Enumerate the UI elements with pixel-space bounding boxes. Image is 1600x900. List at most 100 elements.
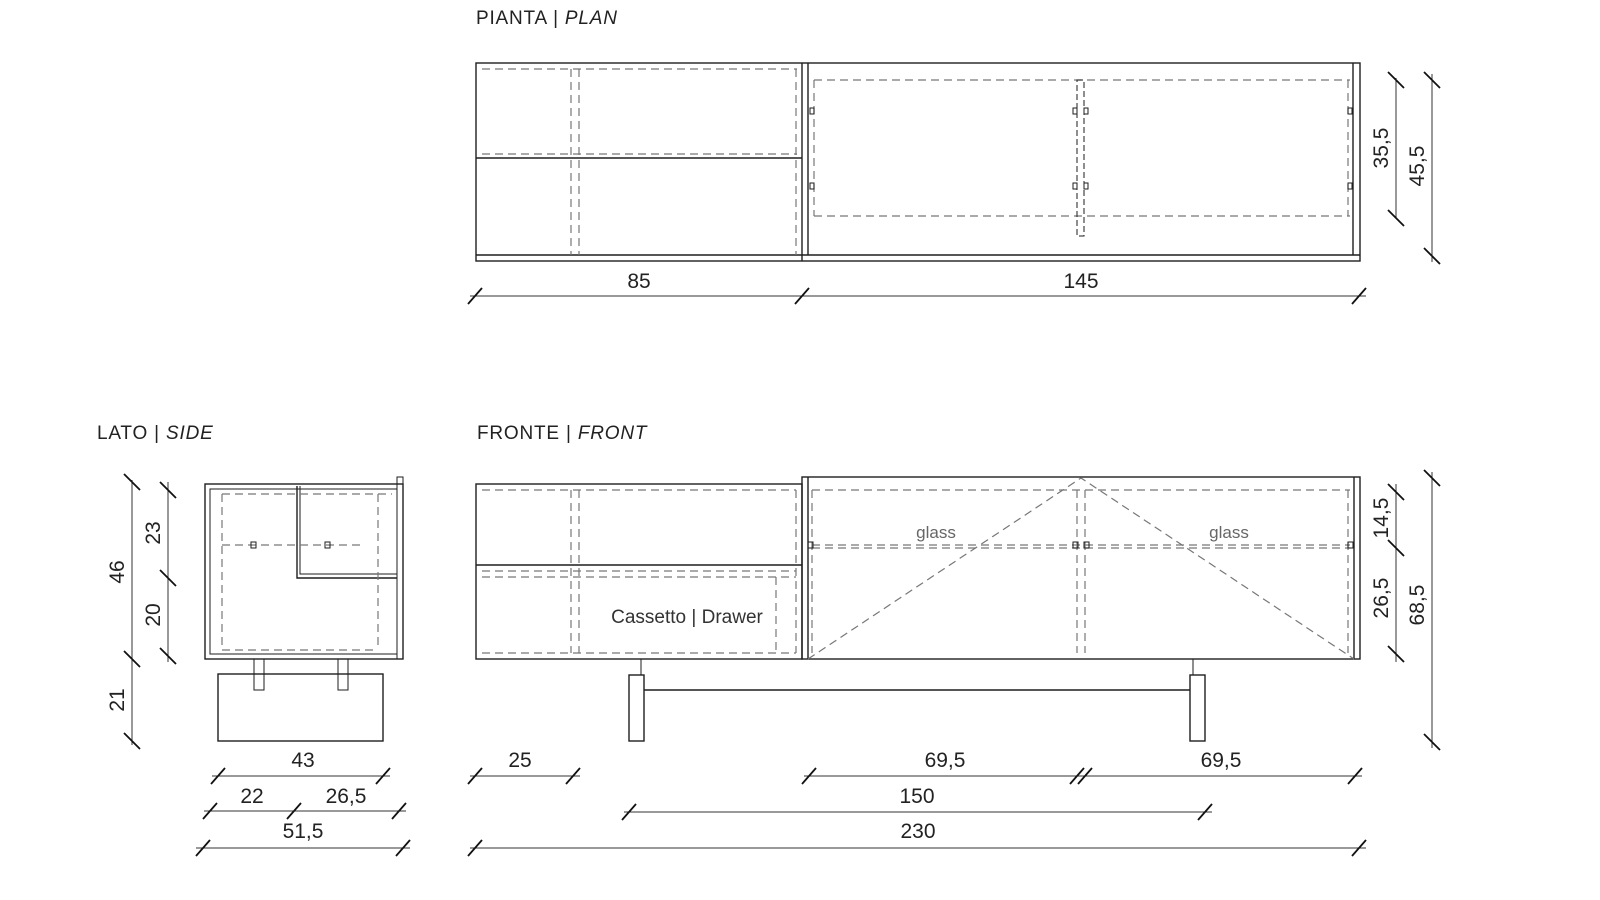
side-title-en: SIDE	[166, 423, 214, 444]
side-base-block	[217, 673, 384, 742]
front-title-en: FRONT	[577, 423, 648, 444]
plan-dim-total-depth: 45,5	[1406, 146, 1429, 187]
side-view: 46 21 23 20 43 22 26,5 51,5	[106, 473, 411, 857]
dim-tick	[801, 767, 817, 785]
side-dim-part-b: 26,5	[326, 785, 367, 808]
dim-tick	[123, 650, 141, 668]
hinge-icon	[807, 541, 814, 549]
dim-tick	[1077, 767, 1093, 785]
side-dim-legs: 21	[106, 688, 129, 711]
side-door-panel	[396, 476, 404, 660]
front-leg-right	[1189, 674, 1206, 742]
dim-tick	[286, 802, 302, 820]
side-dim-upper: 23	[142, 521, 165, 544]
dim-tick	[1387, 539, 1405, 557]
side-dim-total-height: 46	[106, 560, 129, 583]
front-leg-left	[628, 674, 645, 742]
dim-tick	[1069, 767, 1085, 785]
plan-title-it: PIANTA	[476, 8, 547, 29]
side-dim-lower: 20	[142, 603, 165, 626]
hinge-icon	[809, 107, 815, 115]
hinge-icon	[1083, 541, 1090, 549]
plan-dim-left-width: 85	[627, 270, 650, 293]
dim-tick	[794, 287, 810, 305]
side-inner-outline	[209, 488, 398, 655]
dim-tick	[123, 473, 141, 491]
side-view-title: LATO | SIDE	[97, 423, 214, 445]
hinge-icon	[1083, 182, 1089, 190]
hinge-icon	[1072, 107, 1078, 115]
plan-dim-inner-depth: 35,5	[1370, 128, 1393, 169]
front-dim-door-left: 69,5	[925, 749, 966, 772]
dim-tick	[1423, 733, 1441, 751]
front-dim-total-width: 230	[900, 820, 935, 843]
hinge-icon	[1347, 541, 1354, 549]
dim-tick	[1423, 71, 1441, 89]
front-dim-bottom: 26,5	[1370, 578, 1393, 619]
glass-label-right: glass	[1209, 523, 1249, 542]
dim-tick	[210, 767, 226, 785]
plan-view: 85 145 35,5 45,5	[467, 62, 1441, 305]
hinge-icon	[809, 182, 815, 190]
plan-dim-right-width: 145	[1063, 270, 1098, 293]
front-view: Cassetto | Drawer glass glass	[467, 469, 1441, 857]
dim-tick	[1423, 469, 1441, 487]
dim-tick	[391, 802, 407, 820]
front-dim-total-height: 68,5	[1406, 585, 1429, 626]
plan-outline	[475, 62, 1361, 262]
dim-tick	[395, 839, 411, 857]
side-drawer-profile-inner	[299, 486, 397, 575]
dim-tick	[467, 839, 483, 857]
hinge-icon	[1072, 541, 1079, 549]
dim-tick	[159, 569, 177, 587]
front-title-it: FRONTE	[477, 423, 560, 444]
hinge-icon	[1347, 107, 1353, 115]
dim-tick	[1387, 645, 1405, 663]
front-dim-shelf: 25	[508, 749, 531, 772]
hinge-icon	[1347, 182, 1353, 190]
side-dim-base-width: 43	[291, 749, 314, 772]
plan-title-sep: |	[553, 8, 559, 29]
hinge-icon	[324, 541, 331, 549]
dim-tick	[467, 287, 483, 305]
front-dim-legs-span: 150	[899, 785, 934, 808]
dim-tick	[123, 732, 141, 750]
dim-tick	[1351, 287, 1367, 305]
dim-tick	[159, 647, 177, 665]
side-dim-total-width: 51,5	[283, 820, 324, 843]
front-dim-door-right: 69,5	[1201, 749, 1242, 772]
drawer-label: Cassetto | Drawer	[611, 607, 763, 628]
hinge-icon	[250, 541, 257, 549]
dim-tick	[159, 481, 177, 499]
dim-tick	[1387, 483, 1405, 501]
dim-tick	[1347, 767, 1363, 785]
front-view-title: FRONTE | FRONT	[477, 423, 647, 445]
glass-label-left: glass	[916, 523, 956, 542]
front-right-module	[801, 476, 1361, 660]
plan-view-title: PIANTA | PLAN	[476, 8, 618, 30]
dim-tick	[621, 803, 637, 821]
hinge-icon	[1083, 107, 1089, 115]
dim-tick	[202, 802, 218, 820]
side-carcass-outline	[204, 483, 404, 660]
side-title-sep: |	[154, 423, 160, 444]
dim-tick	[467, 767, 483, 785]
dim-tick	[565, 767, 581, 785]
plan-center-post	[1076, 79, 1085, 237]
front-dim-top: 14,5	[1370, 498, 1393, 539]
hinge-icon	[1072, 182, 1078, 190]
side-dim-part-a: 22	[240, 785, 263, 808]
dim-tick	[195, 839, 211, 857]
plan-title-en: PLAN	[564, 8, 618, 29]
dim-tick	[1423, 247, 1441, 265]
side-title-it: LATO	[97, 423, 149, 444]
dim-tick	[375, 767, 391, 785]
dim-tick	[1387, 71, 1405, 89]
door-opening-indicator	[807, 477, 1355, 660]
dim-tick	[1197, 803, 1213, 821]
side-drawer-profile	[296, 486, 397, 579]
dim-tick	[1351, 839, 1367, 857]
dim-tick	[1387, 209, 1405, 227]
